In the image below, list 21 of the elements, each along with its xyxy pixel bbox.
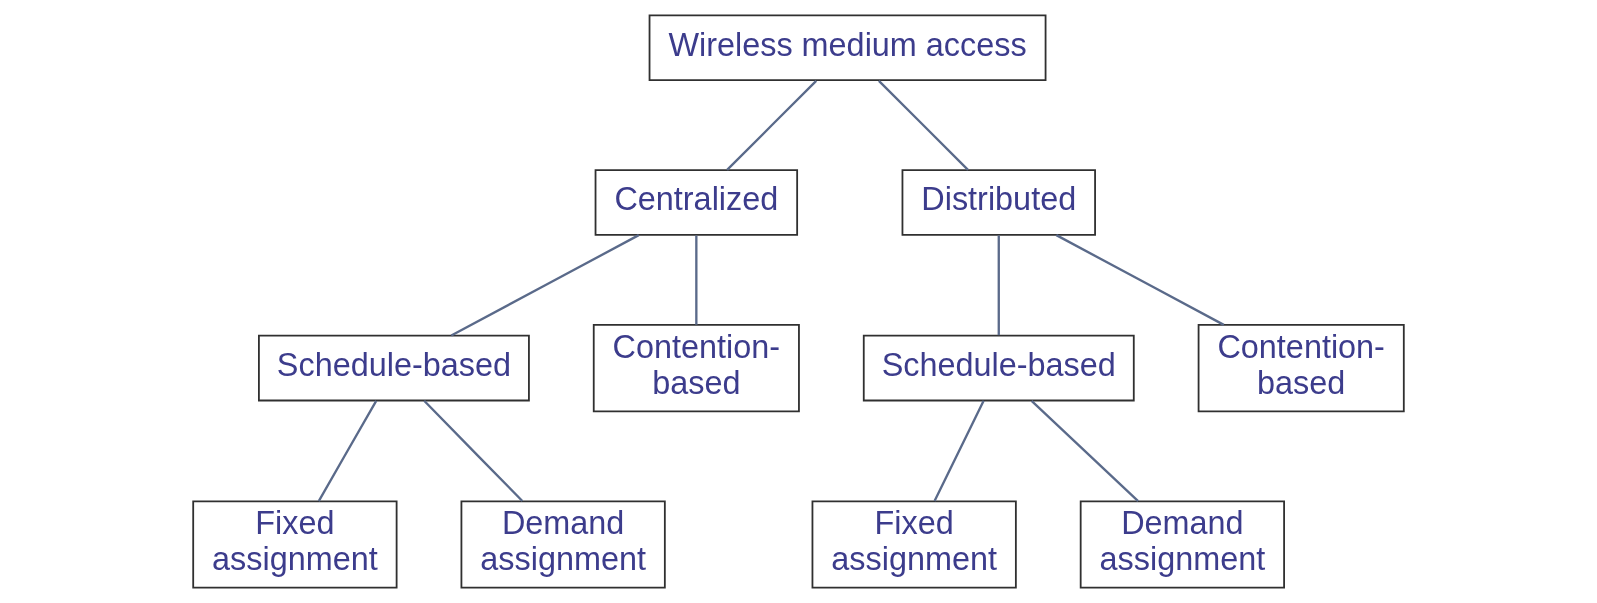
connector [695, 235, 698, 325]
node-box: Wireless medium access [648, 14, 1047, 81]
node-box: Demand assignment [1079, 500, 1285, 589]
node-box: Schedule-based [862, 334, 1135, 402]
node-box: Distributed [901, 169, 1096, 236]
connector [726, 79, 818, 171]
connector [933, 400, 985, 502]
connector [878, 79, 969, 171]
node-box: Contention-based [592, 324, 800, 413]
node-box: Fixed assignment [192, 500, 398, 589]
connector [423, 400, 524, 502]
connector [1055, 234, 1225, 326]
node-box: Fixed assignment [811, 500, 1017, 589]
node-box: Centralized [594, 169, 799, 236]
node-box: Demand assignment [460, 500, 666, 589]
connector [1030, 399, 1139, 502]
connector [997, 235, 1000, 336]
connector [450, 234, 640, 337]
node-box: Schedule-based [258, 334, 530, 402]
connector [317, 400, 378, 502]
node-box: Contention-based [1197, 324, 1405, 413]
